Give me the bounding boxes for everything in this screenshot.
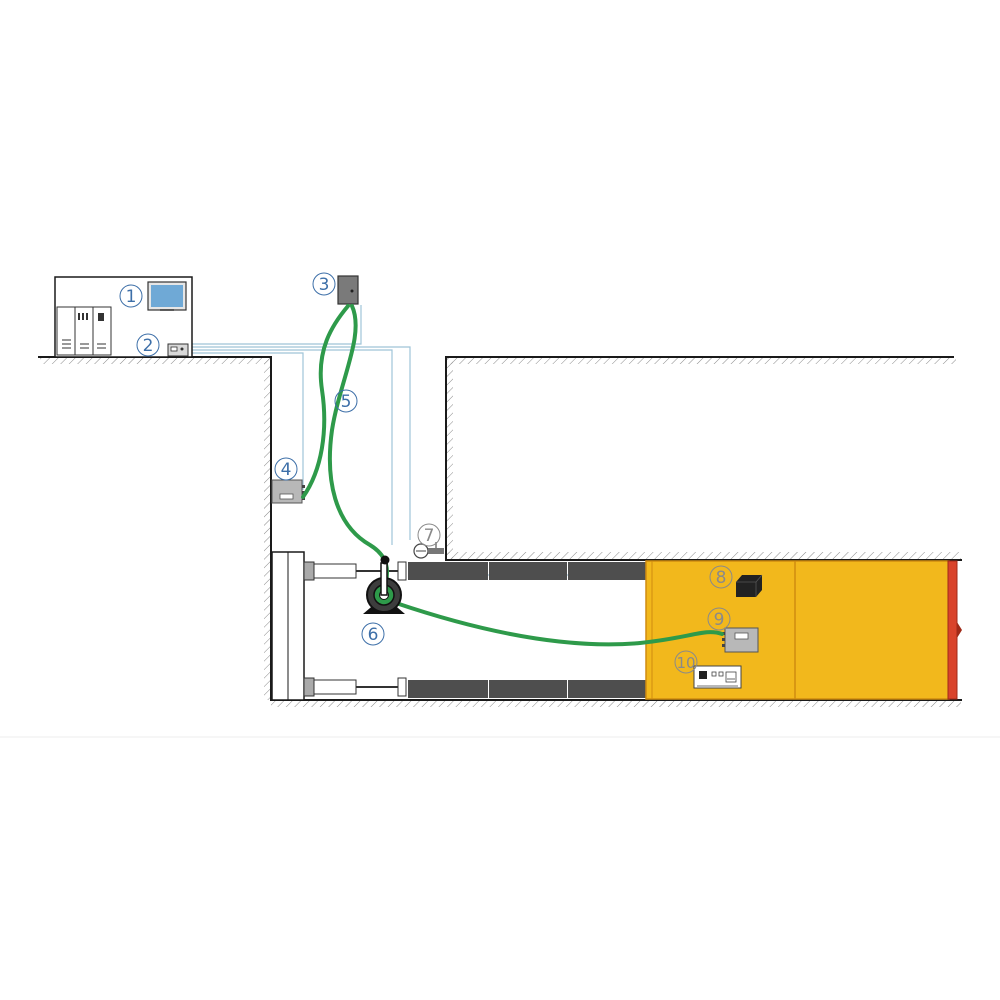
monitor-icon — [147, 281, 187, 311]
pipe-segments — [408, 562, 646, 698]
cable-to-wall-box — [301, 304, 350, 499]
label-10: 10 — [674, 650, 698, 674]
label-1-text: 1 — [126, 287, 137, 307]
tunnel-boring-machine — [645, 560, 962, 700]
cable-to-reel — [327, 304, 389, 592]
label-4-text: 4 — [281, 460, 292, 480]
cutter-tip — [957, 622, 962, 638]
label-3: 3 — [312, 272, 336, 296]
label-7-text: 7 — [424, 526, 435, 546]
top-junction-box-icon — [337, 275, 359, 305]
junction-box-icon — [167, 343, 189, 357]
label-4: 4 — [274, 457, 298, 481]
ground-hatching — [40, 357, 961, 707]
label-7: 7 — [417, 523, 441, 547]
label-8: 8 — [709, 565, 733, 589]
control-room — [54, 276, 193, 358]
label-9-text: 9 — [714, 610, 725, 630]
display-unit-icon — [693, 665, 742, 689]
cutter-head — [947, 560, 958, 700]
label-5: 5 — [334, 389, 358, 413]
label-8-text: 8 — [716, 568, 727, 588]
wall-terminal-box-icon — [271, 479, 305, 504]
label-2: 2 — [136, 333, 160, 357]
label-2-text: 2 — [143, 336, 154, 356]
control-cabinet-icon — [56, 306, 112, 356]
label-1: 1 — [119, 284, 143, 308]
cable-to-receiver — [394, 601, 724, 647]
number-labels: 1 2 3 4 5 6 7 8 9 10 — [119, 272, 733, 674]
receiver-unit-icon — [722, 627, 759, 653]
hydraulic-jacks — [303, 561, 407, 697]
laser-target-icon — [413, 542, 444, 559]
label-9: 9 — [707, 607, 731, 631]
battery-box-icon — [736, 574, 763, 597]
label-10-text: 10 — [676, 654, 695, 672]
label-3-text: 3 — [319, 275, 330, 295]
cable-reel-icon — [363, 555, 405, 614]
label-5-text: 5 — [341, 392, 352, 412]
thrust-wall — [271, 551, 305, 701]
label-6-text: 6 — [368, 625, 379, 645]
label-6: 6 — [361, 622, 385, 646]
